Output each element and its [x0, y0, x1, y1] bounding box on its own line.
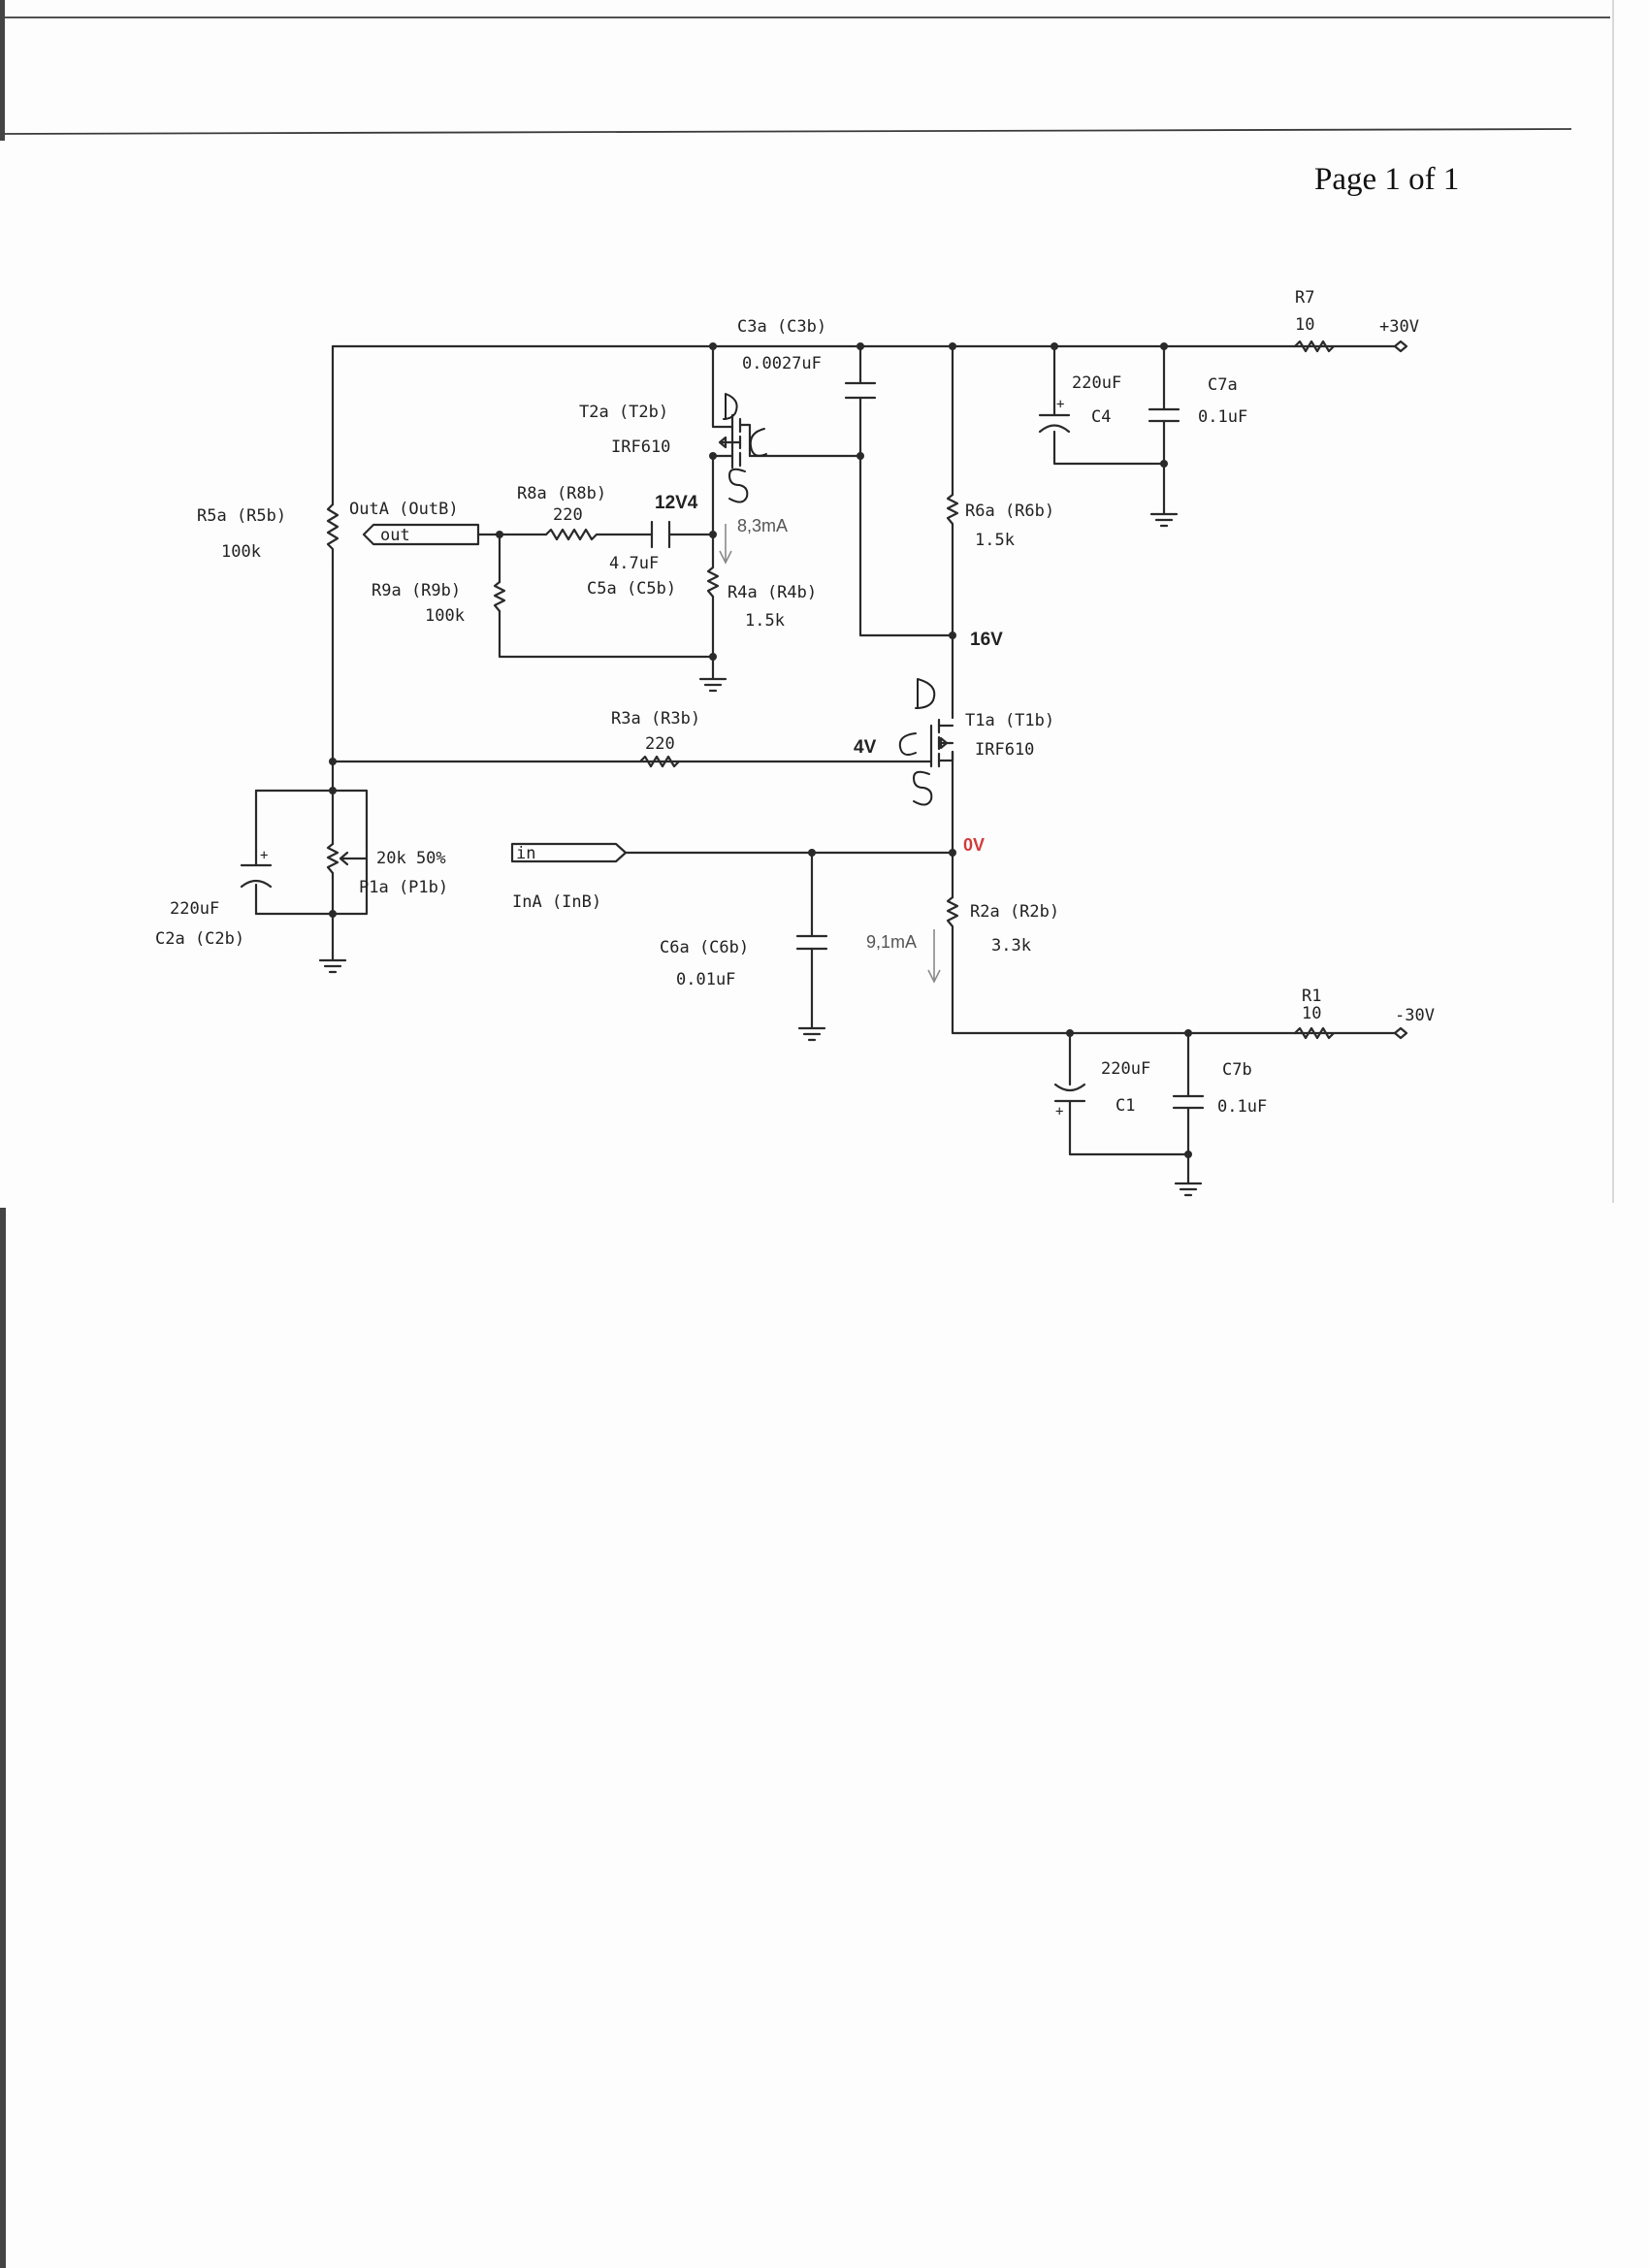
current-arrows	[719, 524, 941, 984]
capacitor-c6	[795, 934, 828, 951]
labels: R7 10 +30V 220uF C4 C7a 0.1uF C3a (C3b) …	[155, 288, 1435, 1117]
r8-value: 220	[553, 505, 583, 525]
c7a-ref: C7a	[1208, 375, 1238, 395]
r3-ref: R3a (R3b)	[611, 709, 700, 729]
r1-ref: R1	[1302, 987, 1321, 1006]
ground-r4	[698, 667, 728, 693]
resistor-r6	[946, 493, 959, 531]
current-t1: 9,1mA	[866, 932, 917, 952]
c7b-ref: C7b	[1222, 1060, 1252, 1080]
c7b-value: 0.1uF	[1217, 1097, 1267, 1117]
resistor-r2	[946, 895, 959, 933]
capacitor-c4: +	[1038, 396, 1071, 434]
c2-ref: C2a (C2b)	[155, 929, 244, 949]
mosfet-t1	[886, 718, 954, 768]
out-label: out	[380, 526, 410, 545]
out-ref: OutA (OutB)	[349, 500, 459, 519]
c5-value: 4.7uF	[609, 554, 659, 573]
c1-ref: C1	[1116, 1096, 1135, 1116]
c4-ref: C4	[1091, 407, 1111, 427]
c2-value: 220uF	[170, 899, 219, 919]
voltage-mid: 16V	[970, 630, 1003, 650]
r9-ref: R9a (R9b)	[372, 581, 461, 600]
r6-value: 1.5k	[975, 531, 1015, 550]
neg-rail-label: -30V	[1395, 1006, 1435, 1025]
c4-value: 220uF	[1072, 373, 1121, 393]
p1-value: 20k 50%	[376, 849, 446, 868]
output-connector	[362, 523, 480, 546]
c5-ref: C5a (C5b)	[587, 579, 676, 599]
r4-value: 1.5k	[745, 611, 785, 631]
p1-ref: P1a (P1b)	[359, 878, 448, 897]
in-label: in	[516, 844, 535, 863]
capacitor-c2: +	[240, 848, 273, 889]
c7a-value: 0.1uF	[1198, 407, 1247, 427]
capacitor-c7a	[1148, 407, 1180, 423]
svg-text:+: +	[260, 848, 268, 863]
page-number: Page 1 of 1	[1314, 162, 1459, 197]
resistor-r4	[706, 566, 720, 599]
r1-value: 10	[1302, 1004, 1321, 1023]
pos-rail-label: +30V	[1379, 317, 1419, 337]
r6-ref: R6a (R6b)	[965, 502, 1054, 521]
svg-text:+: +	[1055, 1104, 1063, 1119]
input-connector	[510, 842, 628, 863]
resistor-r1	[1293, 1026, 1336, 1040]
c3-value: 0.0027uF	[742, 354, 822, 373]
r3-value: 220	[645, 734, 675, 754]
voltage-t2-source: 12V4	[655, 493, 698, 513]
r4-ref: R4a (R4b)	[728, 583, 817, 602]
voltage-gate: 4V	[854, 737, 877, 758]
potentiometer-p1	[326, 842, 369, 875]
t2-value: IRF610	[611, 437, 670, 457]
ground-c4	[1149, 507, 1179, 528]
capacitor-c1: +	[1053, 1083, 1086, 1119]
r7-value: 10	[1295, 315, 1314, 335]
in-ref: InA (InB)	[512, 892, 601, 912]
c3-ref: C3a (C3b)	[737, 317, 826, 337]
ground-p1	[318, 954, 347, 974]
t1-value: IRF610	[975, 740, 1034, 760]
r5-ref: R5a (R5b)	[197, 506, 286, 526]
ground-c1	[1174, 1177, 1203, 1197]
mosfet-t2	[718, 413, 752, 470]
supply-terminals	[1393, 340, 1408, 1040]
ground-symbols	[318, 507, 1203, 1197]
r2-value: 3.3k	[991, 936, 1031, 956]
resistor-r3	[638, 755, 681, 768]
t2-ref: T2a (T2b)	[579, 403, 668, 422]
resistor-r9	[493, 580, 506, 613]
resistor-r8	[544, 528, 603, 541]
scan-borders	[0, 0, 1614, 2268]
current-t2: 8,3mA	[737, 516, 788, 535]
t1-ref: T1a (T1b)	[965, 711, 1054, 730]
c1-value: 220uF	[1101, 1059, 1150, 1079]
wires	[254, 344, 1397, 1181]
r2-ref: R2a (R2b)	[970, 902, 1059, 922]
capacitor-c7b	[1172, 1094, 1205, 1110]
r8-ref: R8a (R8b)	[517, 484, 606, 503]
c6-value: 0.01uF	[676, 970, 735, 989]
resistor-r5	[326, 502, 340, 567]
resistor-r7	[1293, 340, 1336, 353]
capacitor-c5	[650, 520, 671, 549]
c6-ref: C6a (C6b)	[660, 938, 749, 957]
ground-c6	[797, 1021, 826, 1042]
r7-ref: R7	[1295, 288, 1314, 308]
r5-value: 100k	[221, 542, 261, 562]
capacitor-c3	[844, 381, 877, 400]
junctions	[329, 342, 1192, 1158]
svg-text:+: +	[1056, 397, 1064, 412]
voltage-source: 0V	[963, 835, 985, 855]
r9-value: 100k	[425, 606, 465, 626]
handwritten-pin-marks	[723, 393, 936, 806]
